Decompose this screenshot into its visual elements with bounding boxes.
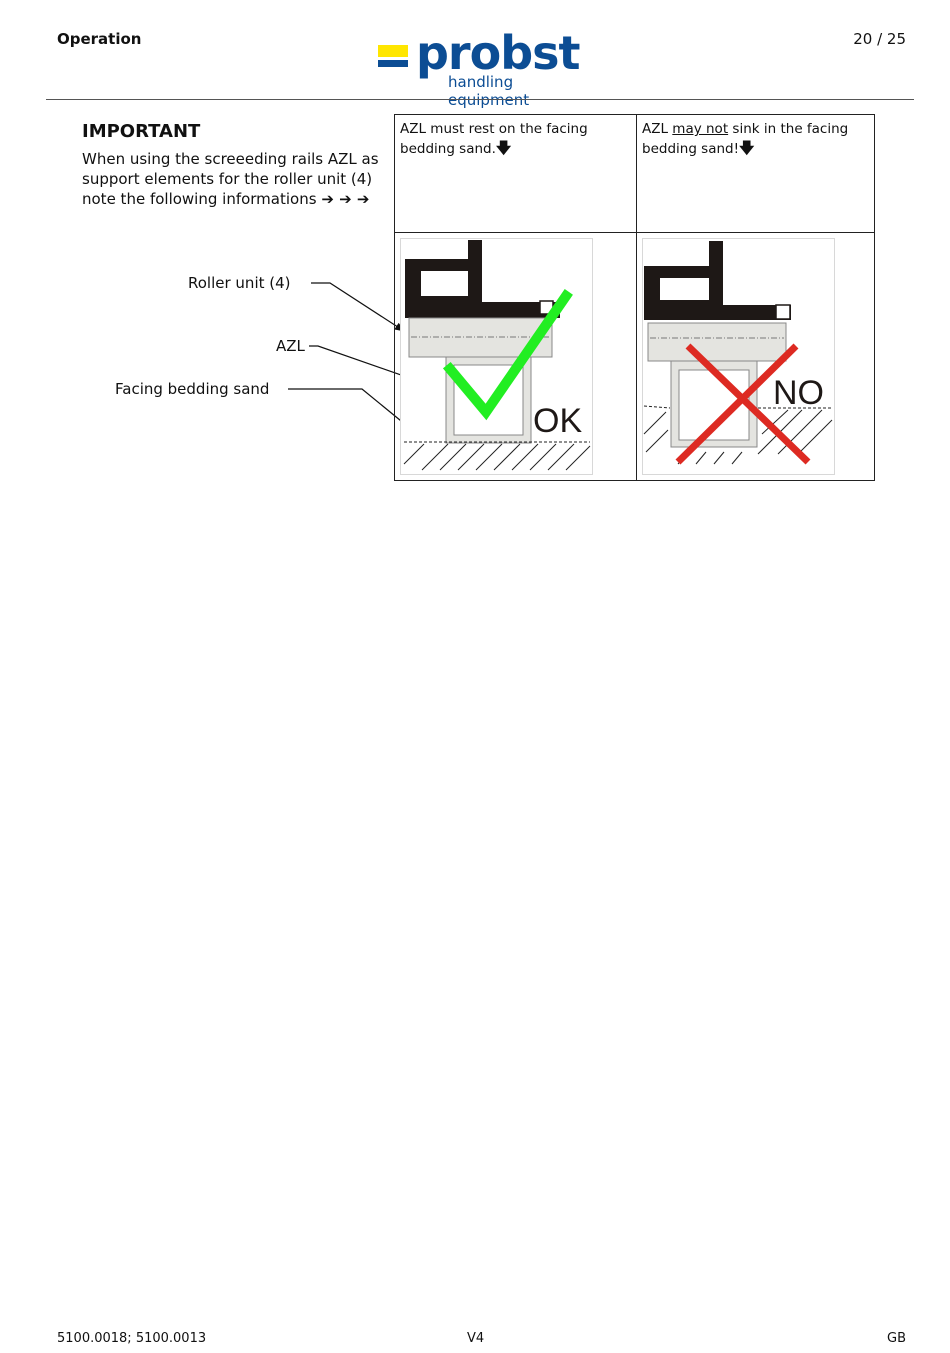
callout-azl: AZL <box>276 337 305 355</box>
cell-figure-no: NO <box>636 232 875 481</box>
section-title: Operation <box>57 30 142 48</box>
important-text: When using the screeeding rails AZL as s… <box>82 149 387 209</box>
arrow-down-icon: 🡇 <box>495 139 512 157</box>
roller <box>408 317 553 358</box>
may-not-text-after: sink in the facing bedding sand! <box>642 121 849 157</box>
may-not-text-before: AZL <box>642 121 673 137</box>
logo-bar-blue <box>378 60 408 67</box>
logo-word: probst <box>416 26 581 80</box>
roller-unit-frame <box>644 241 791 320</box>
important-heading: IMPORTANT <box>82 121 201 142</box>
callout-roller-unit: Roller unit (4) <box>188 274 291 292</box>
sand-hatching <box>403 443 591 471</box>
cross-mark-icon <box>685 343 811 465</box>
cell-figure-ok: OK <box>394 232 637 481</box>
sand-hatching <box>643 409 833 465</box>
leader-line-roller-unit <box>311 282 405 332</box>
important-body: When using the screeeding rails AZL as s… <box>82 150 379 208</box>
footer-language: GB <box>887 1331 906 1346</box>
callout-facing-bedding-sand: Facing bedding sand <box>115 380 270 398</box>
may-not-emphasis: may not <box>672 121 729 137</box>
page-number: 20 / 25 <box>853 30 906 48</box>
header-divider <box>46 99 914 100</box>
logo-subtitle: handling equipment <box>448 73 530 109</box>
check-mark-icon <box>442 289 573 421</box>
probst-logo: probst handling equipment <box>378 26 590 109</box>
ok-label: OK <box>533 402 582 440</box>
arrow-right-icon: ➔ ➔ ➔ <box>321 190 370 208</box>
figure-ok: OK <box>400 238 593 475</box>
info-table: AZL must rest on the facing bedding sand… <box>394 114 875 481</box>
footer-part-numbers: 5100.0018; 5100.0013 <box>57 1331 207 1346</box>
cell-must-rest: AZL must rest on the facing bedding sand… <box>394 114 637 233</box>
logo-bar-yellow <box>378 45 408 57</box>
figure-no: NO <box>642 238 835 475</box>
no-label: NO <box>773 374 824 412</box>
footer-version: V4 <box>467 1331 485 1346</box>
roller-unit-frame <box>405 240 560 318</box>
arrow-down-icon: 🡇 <box>739 139 755 157</box>
must-rest-text: AZL must rest on the facing bedding sand… <box>400 121 588 157</box>
roller <box>647 322 787 362</box>
cell-may-not-sink: AZL may not sink in the facing bedding s… <box>636 114 875 233</box>
